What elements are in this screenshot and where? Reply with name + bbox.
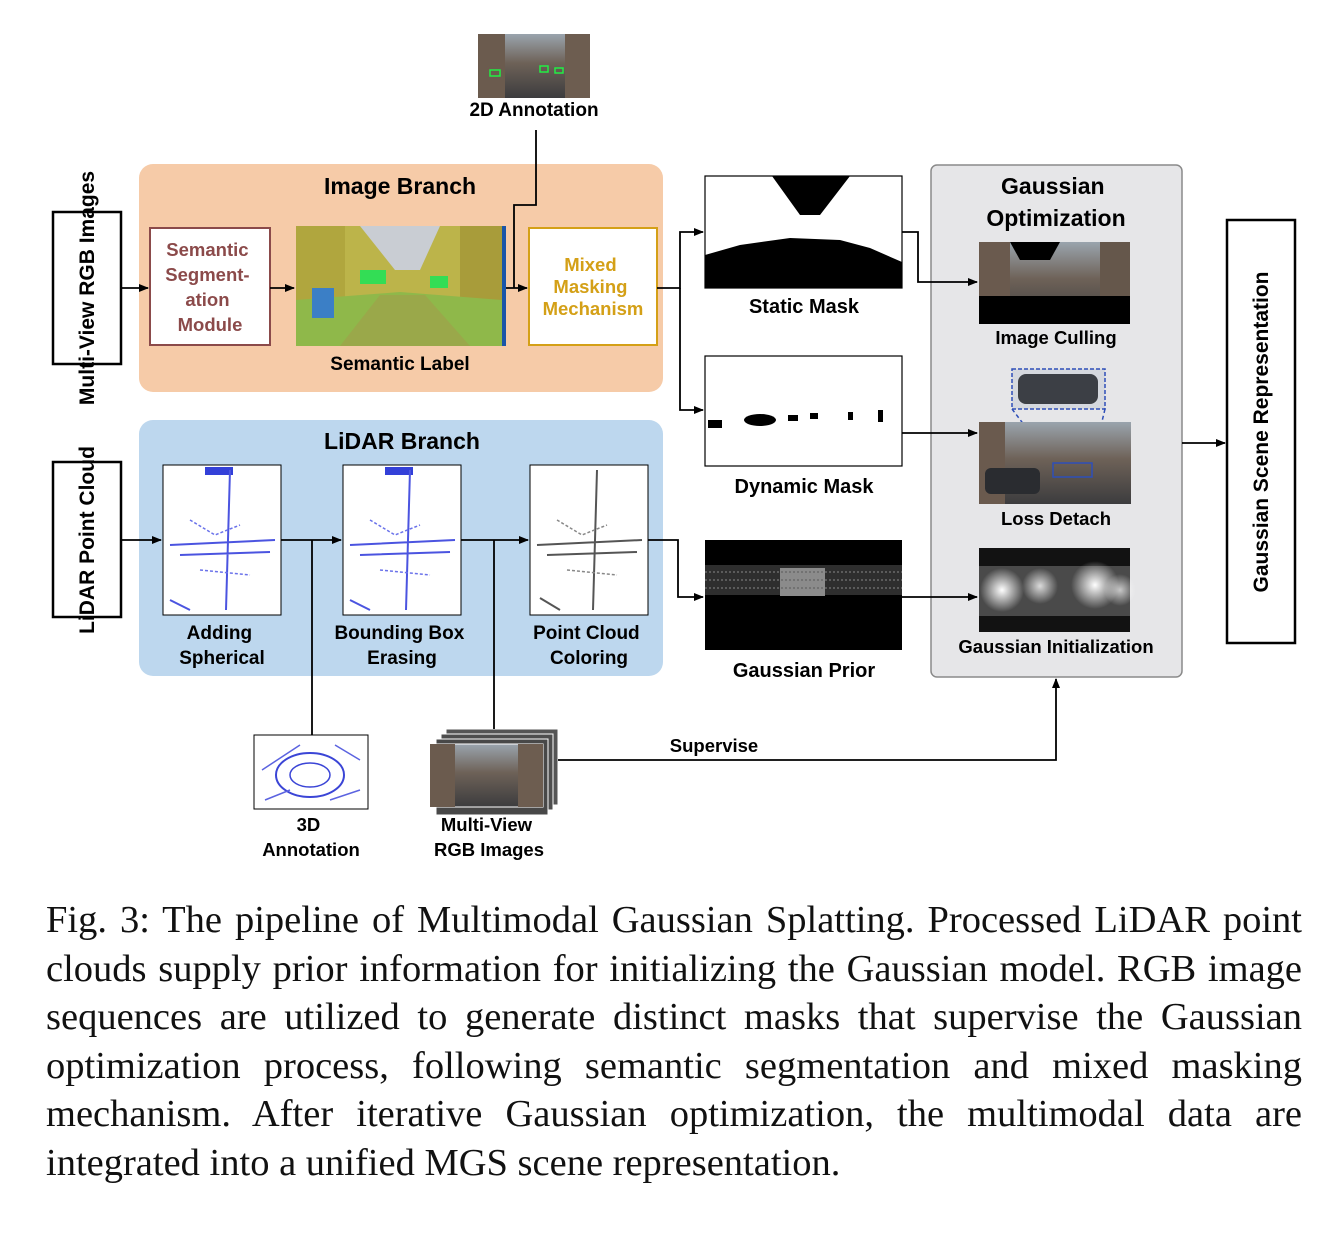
segmentation-line-4: Module xyxy=(178,314,243,335)
dynamic-mask-image xyxy=(704,355,903,467)
image-branch-title: Image Branch xyxy=(324,173,476,199)
rgb-images-label: Multi-View RGB Images xyxy=(434,814,544,860)
pipeline-diagram: Multi-View RGB Images LiDAR Point Cloud … xyxy=(51,34,1297,860)
svg-text:Mixed Masking: Mixed Masking Mechanism xyxy=(543,254,644,319)
lidar-branch: LiDAR Branch Adding Spherical Bounding B… xyxy=(139,420,663,676)
input-lidar-box: LiDAR Point Cloud xyxy=(51,446,123,634)
input-rgb-box: Multi-View RGB Images xyxy=(51,171,123,405)
semantic-label-image xyxy=(296,226,506,346)
input-lidar-label: LiDAR Point Cloud xyxy=(76,446,99,634)
mixed-masking-box: Mixed Masking Mechanism xyxy=(528,227,658,346)
lidar-step-label-3: Point Cloud Coloring xyxy=(533,623,645,669)
gaussian-prior-label: Gaussian Prior xyxy=(733,660,875,682)
figure-caption: Fig. 3: The pipeline of Multimodal Gauss… xyxy=(46,899,1302,1184)
semantic-label-caption: Semantic Label xyxy=(330,354,469,375)
gaussian-initialization-image xyxy=(979,548,1136,632)
optimization-panel: Gaussian Optimization Image Culling Loss… xyxy=(930,164,1183,678)
masking-line-3: Mechanism xyxy=(543,298,644,319)
segmentation-line-2: Segment- xyxy=(165,264,249,285)
annotation-3d-label: 3D Annotation xyxy=(262,814,360,860)
image-branch: Image Branch Semantic Segment- ation Mod… xyxy=(139,164,663,392)
rgb-image-stack xyxy=(429,728,559,816)
lidar-step-image-3 xyxy=(529,464,649,616)
image-culling-image xyxy=(979,242,1130,324)
masking-line-2: Masking xyxy=(553,276,627,297)
gaussian-initialization-label: Gaussian Initialization xyxy=(958,636,1153,657)
annotation-3d-image xyxy=(253,734,369,810)
segmentation-module-box: Semantic Segment- ation Module xyxy=(149,227,271,346)
lidar-branch-title: LiDAR Branch xyxy=(324,428,480,454)
annotation-2d-label: 2D Annotation xyxy=(469,100,598,121)
connectors xyxy=(121,130,1226,761)
lidar-step-label-2: Bounding Box Erasing xyxy=(334,623,469,669)
svg-text:Semantic Segment-: Semantic Segment- ation Module xyxy=(165,239,254,335)
lidar-step-image-1 xyxy=(162,464,282,616)
static-mask-image xyxy=(704,175,903,289)
loss-detach-image xyxy=(979,368,1131,504)
output-box: Gaussian Scene Representation xyxy=(1225,218,1297,645)
loss-detach-label: Loss Detach xyxy=(1001,508,1111,529)
segmentation-line-1: Semantic xyxy=(166,239,248,260)
gaussian-prior-image xyxy=(705,540,902,650)
annotation-2d-image xyxy=(478,34,590,98)
segmentation-line-3: ation xyxy=(185,289,229,310)
image-culling-label: Image Culling xyxy=(995,327,1116,348)
lidar-step-label-1: Adding Spherical xyxy=(179,623,265,669)
lidar-step-image-2 xyxy=(342,464,462,616)
dynamic-mask-label: Dynamic Mask xyxy=(735,476,875,498)
supervise-label: Supervise xyxy=(670,735,758,756)
static-mask-label: Static Mask xyxy=(749,296,860,318)
masking-line-1: Mixed xyxy=(564,254,616,275)
output-label: Gaussian Scene Representation xyxy=(1250,272,1273,593)
optimization-title: Gaussian Optimization xyxy=(986,173,1125,231)
input-rgb-label: Multi-View RGB Images xyxy=(76,171,99,405)
